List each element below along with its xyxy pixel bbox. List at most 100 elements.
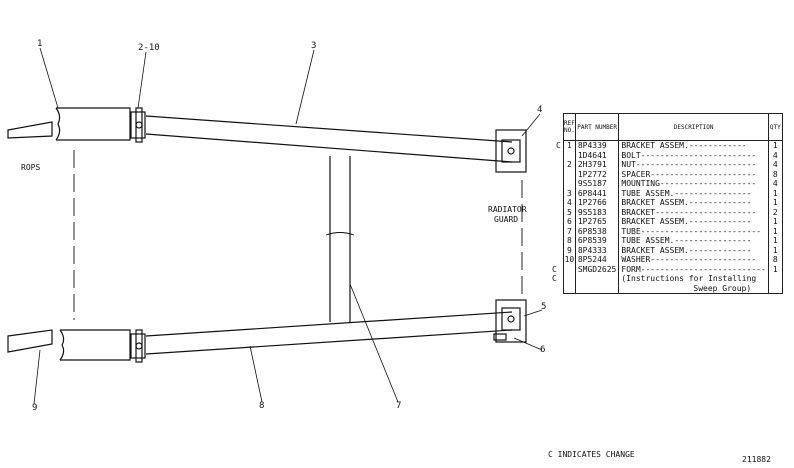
ref-cell: 5 xyxy=(563,207,576,217)
rops-label: ROPS xyxy=(21,163,41,172)
table-row: 9S5187 MOUNTING-------------------- 4 xyxy=(563,179,783,189)
desc-cell: TUBE ASSEM.---------------- xyxy=(618,236,769,246)
part-cell: 2H3791 xyxy=(575,160,620,170)
part-cell: 1P2765 xyxy=(575,217,620,227)
desc-cell: NUT------------------------- xyxy=(618,160,769,170)
ref-cell: 1 xyxy=(563,140,576,151)
part-cell: 8P4333 xyxy=(575,245,620,255)
part-cell: 9S5183 xyxy=(575,207,620,217)
part-cell: 8P4339 xyxy=(575,140,620,151)
ref-cell xyxy=(563,264,576,294)
vertical-tube xyxy=(325,156,355,322)
desc-cell: BOLT------------------------ xyxy=(618,150,769,160)
table-row-form: SMGD2625 FORM-------------------------- … xyxy=(563,264,783,294)
desc-cell: BRACKET ASSEM.------------- xyxy=(618,198,769,208)
ref-cell: 9 xyxy=(563,245,576,255)
callout-8: 8 xyxy=(259,401,265,411)
part-cell: 1P2766 xyxy=(575,198,620,208)
callout-1: 1 xyxy=(37,39,43,49)
change-indicator-note: C INDICATES CHANGE xyxy=(548,450,635,459)
callout-9: 9 xyxy=(32,403,38,413)
table-row: 9 8P4333 BRACKET ASSEM.------------- 1 xyxy=(563,245,783,255)
ref-cell xyxy=(563,150,576,160)
change-flag-row-1: C xyxy=(556,141,561,150)
qty-cell: 1 xyxy=(772,217,778,226)
qty-cell: 1 xyxy=(772,245,778,255)
qty-cell: 1 xyxy=(772,226,778,236)
lower-rops-bracket xyxy=(130,329,146,363)
callout-3: 3 xyxy=(311,41,317,51)
ref-cell: 2 xyxy=(563,160,576,170)
ref-cell xyxy=(563,169,576,179)
radiator-upper-bracket xyxy=(495,129,527,173)
table-row: 8 6P8539 TUBE ASSEM.---------------- 1 xyxy=(563,236,783,246)
callout-6: 6 xyxy=(540,345,546,355)
header-part-number: PART NUMBER xyxy=(575,113,620,141)
qty-cell: 4 xyxy=(772,150,778,160)
part-cell: 8P5244 xyxy=(575,255,620,265)
radiator-lower-bracket xyxy=(493,299,527,343)
change-flag-row-9: C xyxy=(552,265,557,274)
part-cell: 6P8441 xyxy=(575,188,620,198)
table-header-row: REF NO. PART NUMBER DESCRIPTION QTY xyxy=(563,113,783,141)
desc-cell: BRACKET ASSEM.------------- xyxy=(618,217,769,227)
desc-cell: MOUNTING-------------------- xyxy=(618,179,769,189)
callout-4: 4 xyxy=(537,105,543,115)
header-ref-no: REF NO. xyxy=(563,113,576,141)
ref-cell xyxy=(563,179,576,189)
rops-upper-post xyxy=(7,107,131,141)
part-cell: 1P2772 xyxy=(575,169,620,179)
table-row: 1 8P4339 BRACKET ASSEM.------------ 1 xyxy=(563,140,783,151)
qty-cell: 4 xyxy=(772,160,778,169)
ref-cell: 8 xyxy=(563,236,576,246)
upper-tube xyxy=(145,115,513,163)
change-flag-row-10: C xyxy=(552,274,557,283)
table-row: 3 6P8441 TUBE ASSEM.---------------- 1 xyxy=(563,188,783,198)
table-row: 1P2772 SPACER---------------------- 8 xyxy=(563,169,783,179)
ref-cell: 6 xyxy=(563,217,576,227)
desc-cell: SPACER---------------------- xyxy=(618,169,769,179)
form-desc-line-2: (Instructions for Installing xyxy=(621,274,757,283)
lower-tube xyxy=(145,311,513,355)
qty-cell: 2 xyxy=(772,207,778,217)
desc-cell: BRACKET ASSEM.------------ xyxy=(618,140,769,151)
desc-cell: BRACKET--------------------- xyxy=(618,207,769,217)
header-description: DESCRIPTION xyxy=(618,113,769,141)
table-row: 7 6P8538 TUBE------------------------- 1 xyxy=(563,226,783,236)
qty-cell: 1 xyxy=(772,236,778,245)
qty-cell: 8 xyxy=(772,255,778,264)
part-cell: 1D4641 xyxy=(575,150,620,160)
table-row: 10 8P5244 WASHER---------------------- 8 xyxy=(563,255,783,265)
callout-leaders xyxy=(33,47,543,405)
form-desc-line-1: FORM-------------------------- xyxy=(621,264,766,274)
guard-label: GUARD xyxy=(494,215,519,224)
desc-cell: FORM-------------------------- (Instruct… xyxy=(618,264,769,294)
qty-cell: 1 xyxy=(772,141,778,150)
ref-cell: 3 xyxy=(563,188,576,198)
qty-cell: 1 xyxy=(772,264,778,274)
callout-7: 7 xyxy=(396,401,402,411)
upper-rops-bracket xyxy=(130,107,146,143)
header-qty: QTY xyxy=(768,113,783,141)
form-desc-line-3: Sweep Group) xyxy=(693,283,752,293)
ref-cell: 4 xyxy=(563,198,576,208)
part-cell: SMGD2625 xyxy=(575,264,620,294)
table-row: 1D4641 BOLT------------------------ 4 xyxy=(563,150,783,160)
callout-2-10: 2-10 xyxy=(138,43,160,53)
qty-cell: 1 xyxy=(772,188,778,198)
qty-cell: 4 xyxy=(772,179,778,188)
parts-list-table: REF NO. PART NUMBER DESCRIPTION QTY 1 8P… xyxy=(563,113,783,294)
callout-5: 5 xyxy=(541,302,547,312)
table-row: 4 1P2766 BRACKET ASSEM.------------- 1 xyxy=(563,198,783,208)
ref-cell: 10 xyxy=(563,255,576,265)
qty-cell: 1 xyxy=(772,198,778,207)
desc-cell: BRACKET ASSEM.------------- xyxy=(618,245,769,255)
qty-cell: 8 xyxy=(772,169,778,179)
desc-cell: TUBE------------------------- xyxy=(618,226,769,236)
part-cell: 9S5187 xyxy=(575,179,620,189)
rops-lower-post xyxy=(7,329,131,361)
desc-cell: TUBE ASSEM.---------------- xyxy=(618,188,769,198)
desc-cell: WASHER---------------------- xyxy=(618,255,769,265)
table-row: 6 1P2765 BRACKET ASSEM.------------- 1 xyxy=(563,217,783,227)
ref-cell: 7 xyxy=(563,226,576,236)
